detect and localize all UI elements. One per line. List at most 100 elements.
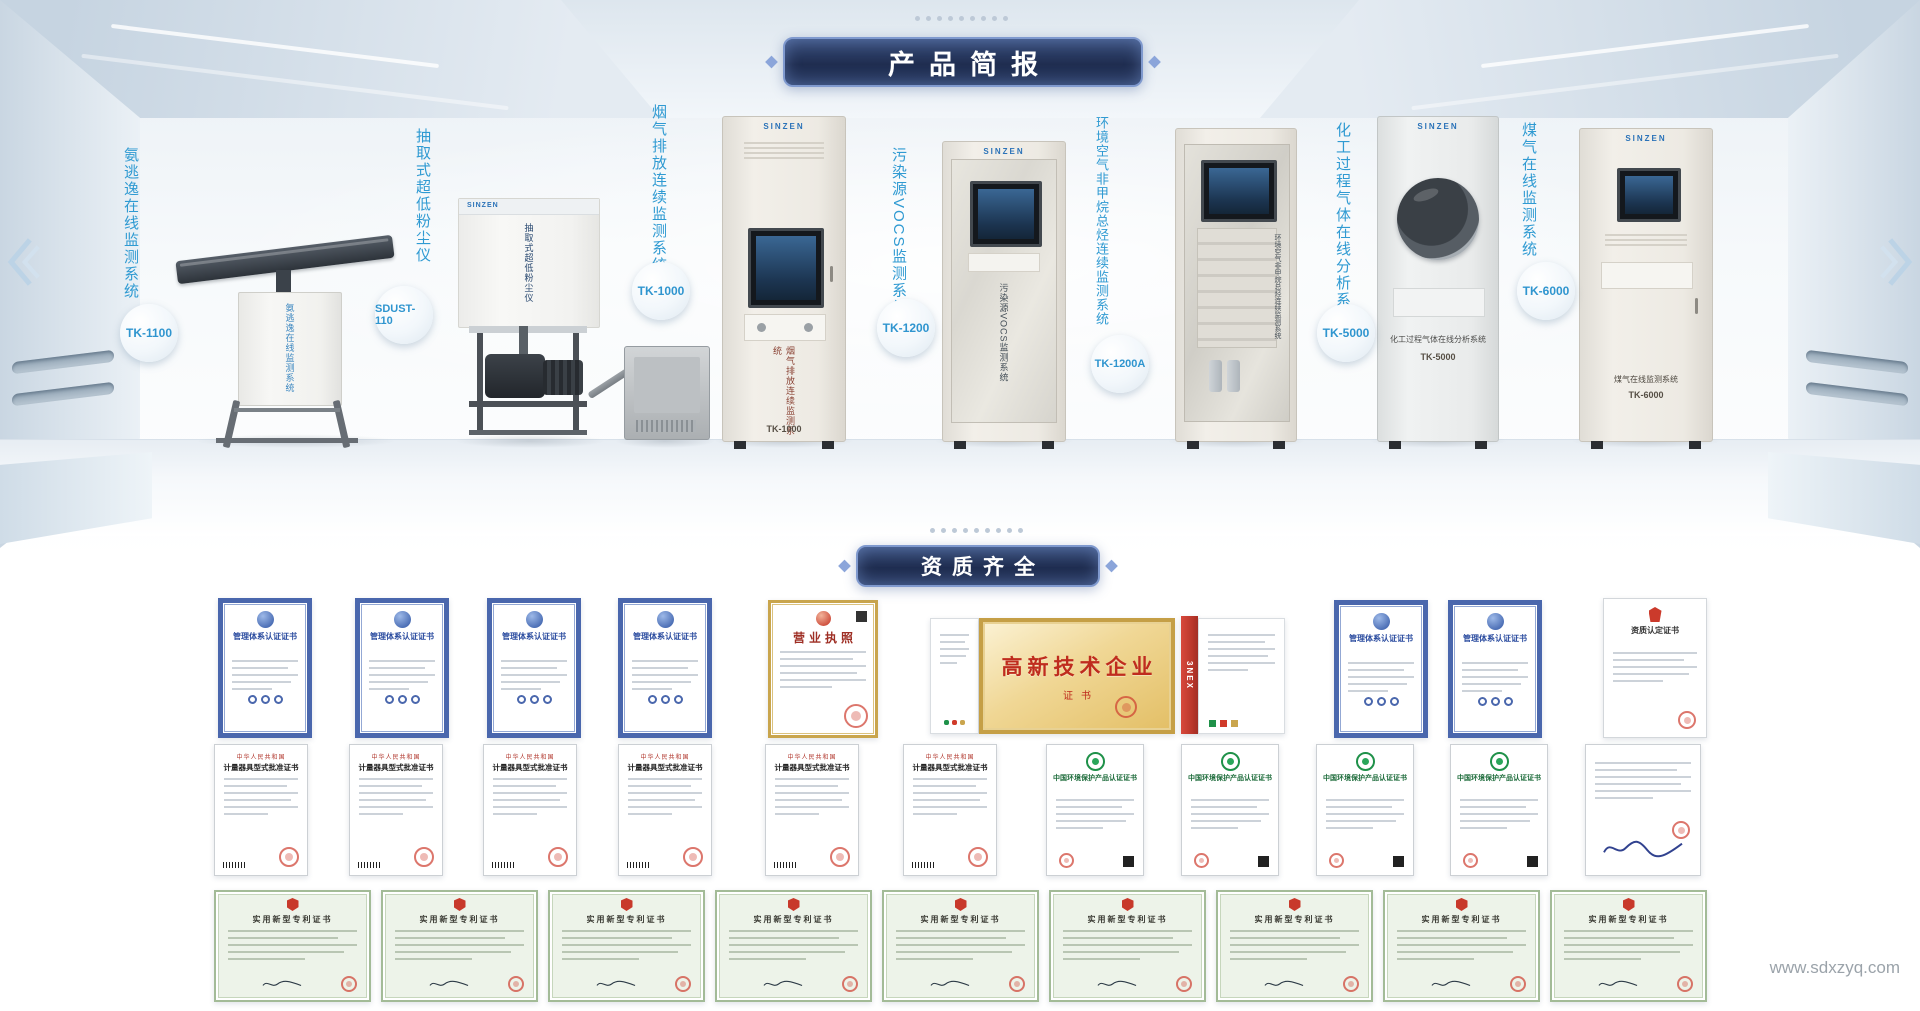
ccep-logo-icon [1220, 752, 1240, 771]
certificate-approval: 中华人民共和国计量器具型式批准证书 [349, 744, 443, 876]
cabinet-foot [1475, 441, 1487, 449]
model-badge-tk1000: TK-1000 [632, 262, 690, 320]
cabinet-label: 抽取式超低粉尘仪 [523, 223, 534, 303]
certificate-ccep: 中国环境保护产品认证证书 [1046, 744, 1144, 876]
cabinet-foot [954, 441, 966, 449]
certificate-title: 中国环境保护产品认证证书 [1457, 775, 1541, 782]
red-seal [1677, 976, 1693, 992]
product-label-tk6000: 煤气在线监测系统 [1520, 122, 1537, 258]
display-screen [970, 181, 1042, 247]
certificate-title: 实用新型专利证书 [1421, 915, 1502, 924]
certificate-ccep: 中国环境保护产品认证证书 [1181, 744, 1279, 876]
signature [429, 980, 469, 986]
stand-shelf [469, 430, 587, 435]
text-lines [1218, 930, 1371, 960]
text-lines [1199, 634, 1284, 671]
red-seal [1194, 853, 1209, 868]
emblem-icon [1372, 613, 1390, 630]
cabinet-vents [1605, 234, 1687, 249]
cabinet-foot [1273, 441, 1285, 449]
red-seal [1009, 976, 1025, 992]
certificate-approval: 中华人民共和国计量器具型式批准证书 [483, 744, 577, 876]
red-seal [1329, 853, 1344, 868]
book-page [1198, 618, 1285, 734]
accreditation-seals [223, 695, 307, 704]
products-banner-title: 产品简报 [888, 49, 1052, 80]
emblem-icon [656, 611, 674, 628]
text-lines [215, 777, 307, 815]
barcode [627, 862, 651, 868]
emblem-icon [256, 611, 274, 628]
barcode [774, 862, 798, 868]
certificate-title: 计量器具型式批准证书 [912, 763, 988, 772]
text-lines [550, 930, 703, 960]
certificate-title: 计量器具型式批准证书 [627, 763, 703, 772]
national-emblem-icon [1288, 898, 1301, 911]
accreditation-seals [1453, 697, 1537, 706]
product-label-tk1000: 烟气排放连续监测系统 [650, 104, 667, 274]
control-module [1393, 288, 1485, 317]
red-seal [1115, 696, 1137, 718]
national-emblem-icon [286, 898, 299, 911]
pump-grill [636, 420, 696, 432]
cabinet-model: TK-5000 [1420, 352, 1456, 362]
certificate-blue: 管理体系认证证书 [618, 598, 712, 738]
certificate-title: 实用新型专利证书 [1254, 915, 1335, 924]
certificate-blue: 管理体系认证证书 [487, 598, 581, 738]
red-seal [1510, 976, 1526, 992]
stand-bar [216, 438, 358, 443]
certificate-header: 中华人民共和国 [787, 755, 837, 761]
national-emblem-icon [1455, 898, 1468, 911]
certificate-patent: 实用新型专利证书 [715, 890, 872, 1002]
certificate-title: 高新技术企业 [1001, 655, 1158, 679]
signature [1603, 840, 1683, 858]
gas-bottle [1227, 360, 1240, 392]
text-lines [223, 660, 307, 690]
national-emblem-icon [1121, 898, 1134, 911]
certificate-sign [1585, 744, 1701, 876]
cabinet-foot [1187, 441, 1199, 449]
certificate-license: 营业执照 [768, 600, 878, 738]
product-label-sdust110: 抽取式超低粉尘仪 [414, 128, 431, 264]
accreditation-seals [623, 695, 707, 704]
text-lines [766, 777, 858, 815]
certificate-blue: 管理体系认证证书 [1334, 600, 1428, 738]
signature [1264, 980, 1304, 986]
red-seal [675, 976, 691, 992]
motor-unit [543, 360, 583, 395]
certificate-header: 中华人民共和国 [371, 755, 421, 761]
red-seal [683, 847, 703, 867]
product-label-tk1100: 氨逃逸在线监测系统 [122, 147, 139, 300]
certificate-header: 中华人民共和国 [925, 755, 975, 761]
certificate-blue: 管理体系认证证书 [218, 598, 312, 738]
sample-pipe [519, 326, 528, 356]
red-seal [968, 847, 988, 867]
cabinet-foot [1591, 441, 1603, 449]
text-lines [1451, 799, 1547, 829]
qr-code [1123, 856, 1134, 867]
model-badge-tk6000: TK-6000 [1517, 262, 1575, 320]
book-spine: 3NEX [1181, 616, 1198, 734]
display-screen [748, 228, 824, 308]
certificate-patent: 实用新型专利证书 [882, 890, 1039, 1002]
text-lines [771, 651, 875, 688]
emblem-icon [525, 611, 543, 628]
emblem-icon [393, 611, 411, 628]
brand-logo: SINZEN [1625, 134, 1667, 143]
stand-post [477, 333, 483, 433]
cabinet-label: 化工过程气体在线分析系统 [1390, 335, 1486, 344]
text-lines [1552, 930, 1705, 960]
barcode [912, 862, 936, 868]
model-badge-tk5000: TK-5000 [1317, 304, 1375, 362]
control-module [1601, 262, 1693, 289]
certificate-title: 计量器具型式批准证书 [774, 763, 850, 772]
text-lines [904, 777, 996, 815]
product-image-tk6000: SINZEN 煤气在线监测系统 TK-6000 [1579, 128, 1713, 449]
qr-code [1393, 856, 1404, 867]
cabinet-model: TK-6000 [1628, 390, 1664, 400]
logo-dots [1209, 720, 1238, 727]
brand-logo: SINZEN [1417, 122, 1459, 131]
certs-banner: 资质齐全 [856, 545, 1100, 587]
cabinet-body [1377, 116, 1499, 442]
